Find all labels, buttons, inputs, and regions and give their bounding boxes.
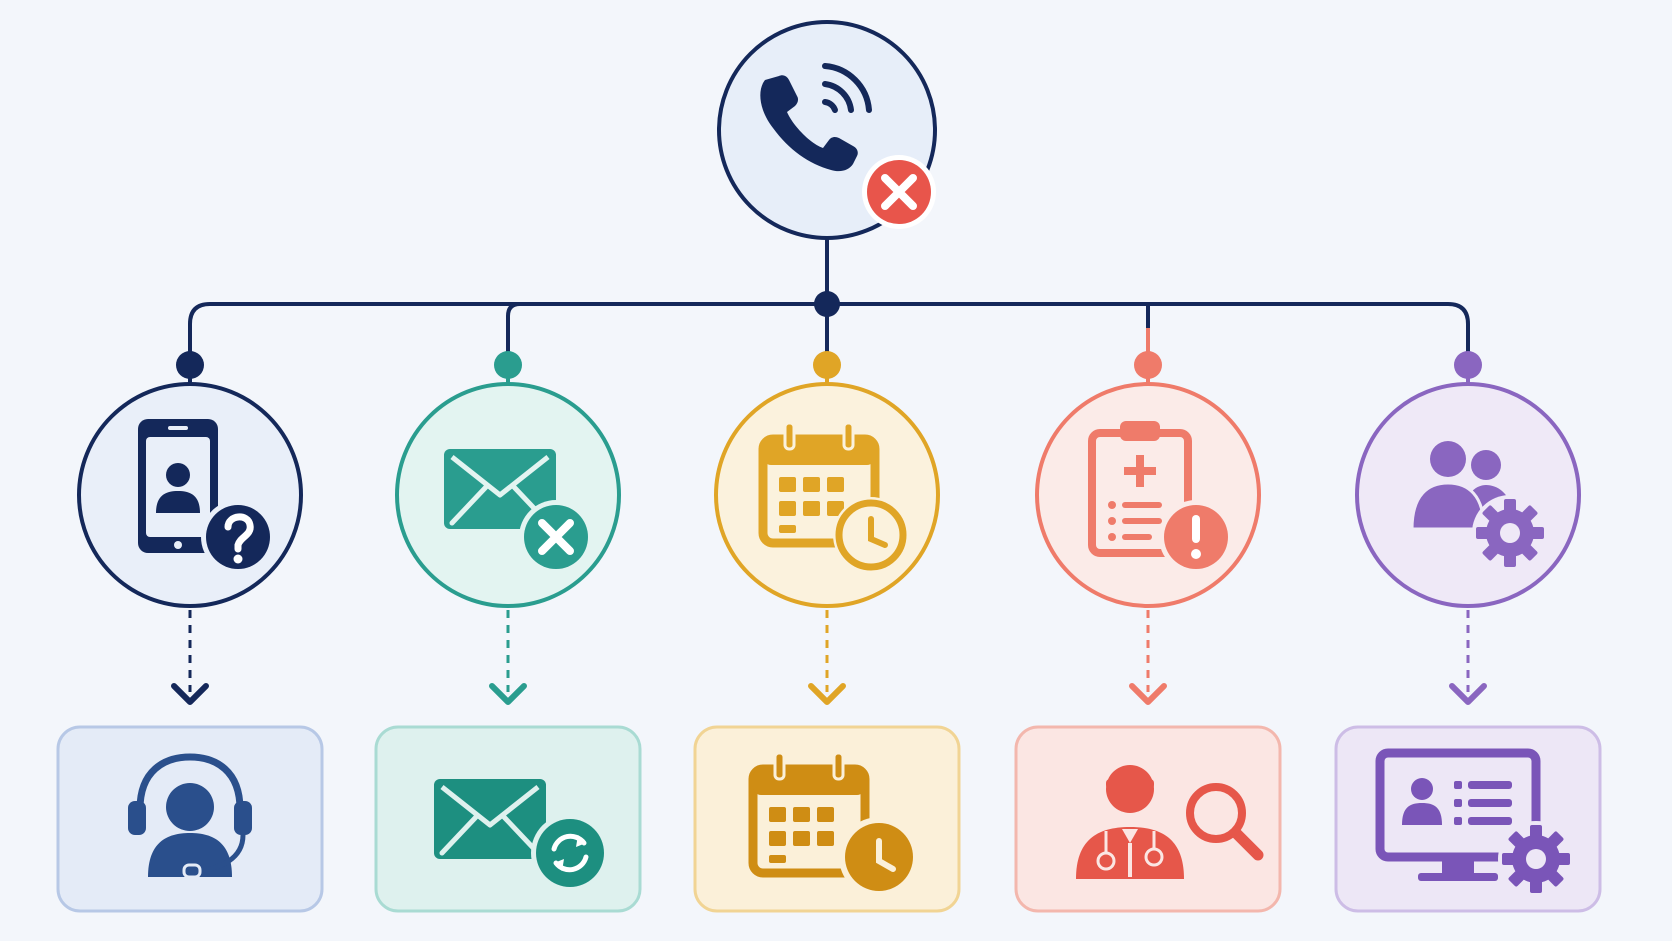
result-box-phone — [56, 725, 324, 913]
junction-node — [814, 291, 840, 317]
connector-dot — [813, 351, 841, 379]
clock-icon — [839, 817, 919, 897]
branch-node-email — [395, 382, 621, 608]
branch-node-phone — [77, 382, 303, 608]
calendar-icon — [748, 751, 870, 878]
connector-dot — [1134, 351, 1162, 379]
envelope-icon — [444, 449, 556, 529]
arrow-head — [1449, 683, 1487, 705]
branch-medical — [1014, 351, 1282, 913]
connector-dot — [176, 351, 204, 379]
arrow-head — [489, 683, 527, 705]
cancel-x-icon — [519, 500, 593, 574]
arrow-head — [1129, 683, 1167, 705]
branch-team — [1334, 351, 1602, 913]
phone-call-icon — [760, 63, 872, 172]
result-box-team — [1334, 725, 1602, 913]
gear-icon — [1472, 495, 1548, 571]
calendar-icon — [758, 421, 880, 548]
gear-icon — [1498, 821, 1574, 897]
refresh-icon — [531, 814, 609, 892]
headset-agent-icon — [128, 753, 252, 879]
clock-icon — [833, 497, 909, 573]
result-box-calendar — [693, 725, 961, 913]
branch-node-team — [1355, 382, 1581, 608]
cancel-x-icon — [862, 155, 936, 229]
branch-node-medical — [1035, 382, 1261, 608]
magnifier-icon — [1186, 783, 1264, 861]
branch-node-calendar — [714, 382, 940, 608]
root-node — [717, 20, 937, 240]
exclamation-icon — [1159, 500, 1233, 574]
connector-lines — [188, 236, 1470, 360]
doctor-icon — [1076, 765, 1184, 879]
branch-phone — [56, 351, 324, 913]
envelope-icon — [434, 779, 546, 859]
branch-email — [374, 351, 642, 913]
connector-dot — [1454, 351, 1482, 379]
branch-calendar — [693, 351, 961, 913]
monitor-profile-icon — [1375, 748, 1541, 881]
smartphone-contact-icon — [138, 419, 218, 553]
medical-clipboard-icon — [1088, 421, 1192, 557]
question-mark-icon — [201, 500, 275, 574]
result-box-email — [374, 725, 642, 913]
arrow-head — [171, 683, 209, 705]
connector-dot — [494, 351, 522, 379]
arrow-head — [808, 683, 846, 705]
result-box-medical — [1014, 725, 1282, 913]
